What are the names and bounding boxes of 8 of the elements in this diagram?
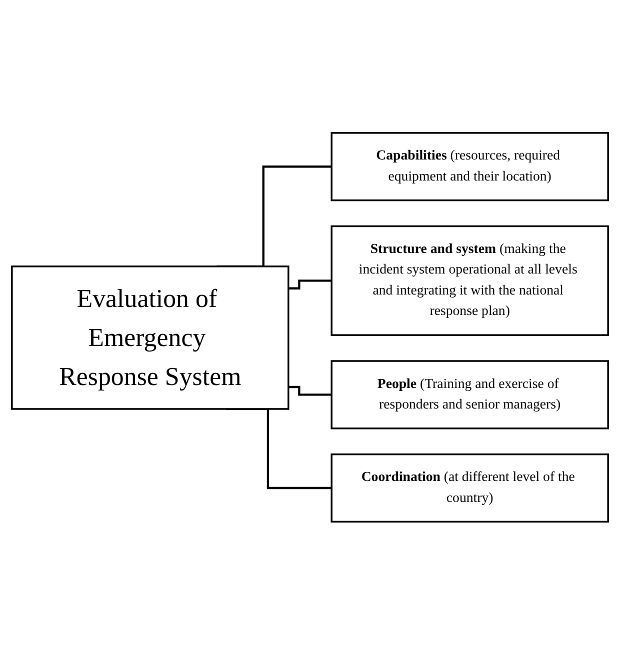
node-box <box>330 226 609 336</box>
node-box <box>330 360 609 430</box>
node-box <box>11 266 290 410</box>
connector <box>288 280 332 290</box>
diagram: Evaluation of Emergency Response System Capabilities (resources, required equipment and their location) Structure and system (making the incident system operational at all levels and integrating it with the national response plan) People (Training and exercise of responders and senior managers) Coordination (at different level of the country) <box>5 126 615 529</box>
node-box <box>330 454 609 523</box>
connector <box>288 386 332 396</box>
node-box <box>330 132 609 202</box>
